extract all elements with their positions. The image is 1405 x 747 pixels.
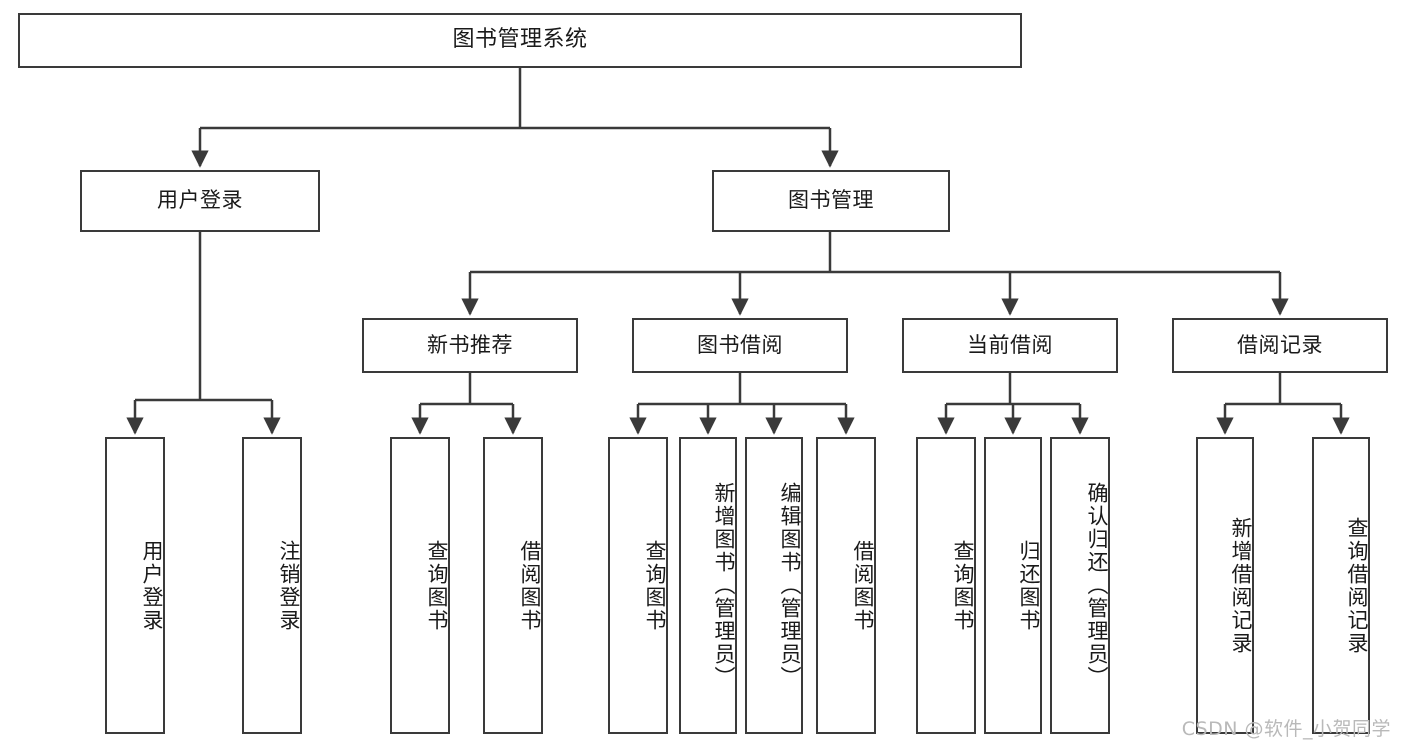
leaf-confirm-return-admin[interactable]: 确认归还（管理员）	[1050, 437, 1110, 734]
leaf-user-login-label: 用户登录	[140, 539, 164, 632]
leaf-borrow-book-newbook-label: 借阅图书	[518, 539, 542, 632]
leaf-confirm-return-admin-label: 确认归还（管理员）	[1085, 482, 1109, 689]
leaf-borrow-book-borrow[interactable]: 借阅图书	[816, 437, 876, 734]
node-book-management[interactable]: 图书管理	[712, 170, 950, 232]
leaf-logout-label: 注销登录	[277, 539, 301, 632]
node-user-login-label: 用户登录	[157, 188, 243, 213]
leaf-add-book-admin[interactable]: 新增图书（管理员）	[679, 437, 737, 734]
leaf-edit-book-admin[interactable]: 编辑图书（管理员）	[745, 437, 803, 734]
leaf-add-book-admin-label: 新增图书（管理员）	[712, 482, 736, 689]
node-borrow-records-label: 借阅记录	[1237, 332, 1323, 357]
node-new-book-recommend-label: 新书推荐	[427, 332, 513, 357]
leaf-borrow-book-borrow-label: 借阅图书	[851, 539, 875, 632]
leaf-query-book-newbook-label: 查询图书	[425, 539, 449, 632]
leaf-query-book-newbook[interactable]: 查询图书	[390, 437, 450, 734]
leaf-query-book-borrow-label: 查询图书	[643, 539, 667, 632]
node-book-borrow[interactable]: 图书借阅	[632, 318, 848, 373]
node-root-label: 图书管理系统	[452, 27, 588, 53]
node-new-book-recommend[interactable]: 新书推荐	[362, 318, 578, 373]
node-book-borrow-label: 图书借阅	[697, 332, 783, 357]
leaf-edit-book-admin-label: 编辑图书（管理员）	[778, 482, 802, 689]
leaf-borrow-book-newbook[interactable]: 借阅图书	[483, 437, 543, 734]
leaf-query-book-current[interactable]: 查询图书	[916, 437, 976, 734]
csdn-watermark: CSDN @软件_小贺同学	[1181, 718, 1391, 740]
node-user-login[interactable]: 用户登录	[80, 170, 320, 232]
leaf-add-borrow-record-label: 新增借阅记录	[1229, 516, 1253, 655]
leaf-query-borrow-record-label: 查询借阅记录	[1345, 516, 1369, 655]
leaf-query-borrow-record[interactable]: 查询借阅记录	[1312, 437, 1370, 734]
leaf-logout[interactable]: 注销登录	[242, 437, 302, 734]
node-borrow-records[interactable]: 借阅记录	[1172, 318, 1388, 373]
node-current-borrow[interactable]: 当前借阅	[902, 318, 1118, 373]
leaf-return-book[interactable]: 归还图书	[984, 437, 1042, 734]
leaf-add-borrow-record[interactable]: 新增借阅记录	[1196, 437, 1254, 734]
node-root[interactable]: 图书管理系统	[18, 13, 1022, 68]
node-current-borrow-label: 当前借阅	[967, 332, 1053, 357]
leaf-query-book-borrow[interactable]: 查询图书	[608, 437, 668, 734]
leaf-query-book-current-label: 查询图书	[951, 539, 975, 632]
node-book-management-label: 图书管理	[788, 188, 874, 213]
leaf-return-book-label: 归还图书	[1017, 539, 1041, 632]
leaf-user-login[interactable]: 用户登录	[105, 437, 165, 734]
